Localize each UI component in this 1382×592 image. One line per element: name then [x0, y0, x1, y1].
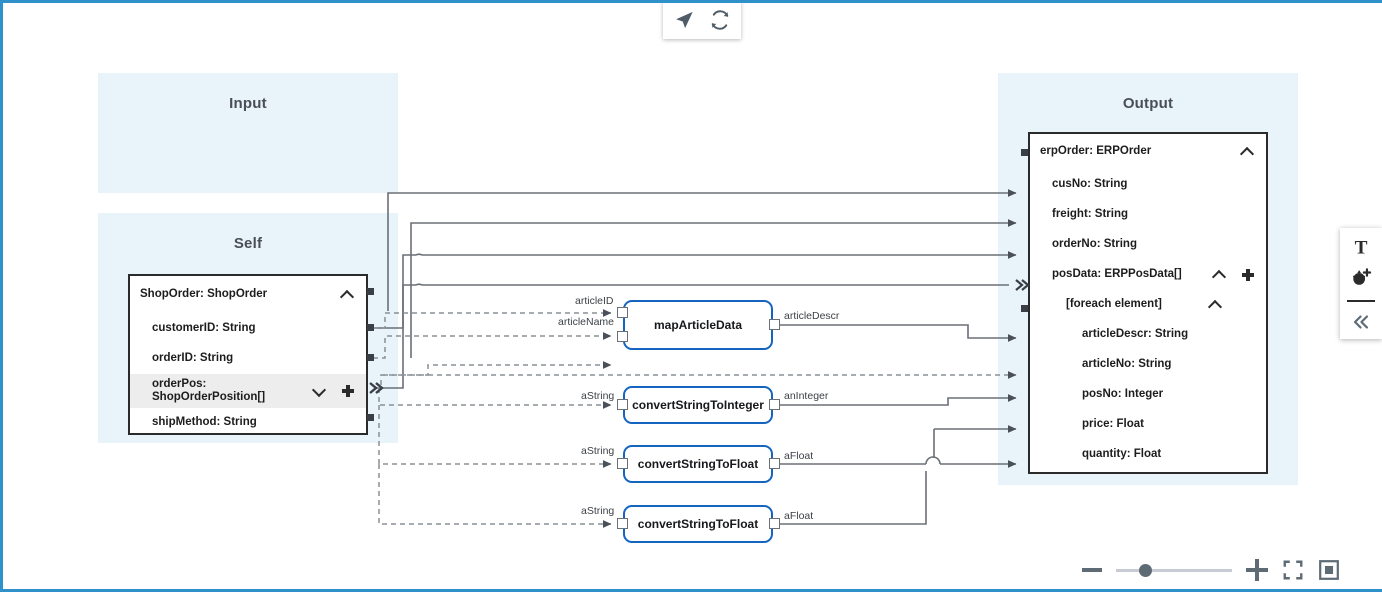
zoom-slider[interactable] [1116, 563, 1232, 577]
output-field-posno[interactable]: posNo: Integer [1030, 380, 1266, 410]
self-field-orderid[interactable]: orderID: String [130, 344, 366, 374]
function-node-convertstringtofloat-2-title: convertStringToFloat [637, 517, 759, 531]
output-port-header[interactable] [1021, 149, 1028, 156]
lane-input: Input [98, 73, 398, 193]
zoom-toolbar [1082, 559, 1340, 581]
self-field-customerid-label: customerID: String [152, 322, 256, 335]
self-node-header[interactable]: ShopOrder: ShopOrder [130, 276, 366, 314]
output-field-freight[interactable]: freight: String [1030, 200, 1266, 230]
self-port-header[interactable] [367, 288, 374, 295]
zoom-out-button[interactable] [1082, 568, 1102, 572]
port-in-articlename[interactable] [617, 331, 628, 342]
toolbar-divider [1347, 300, 1375, 302]
svg-text:T: T [1355, 237, 1368, 258]
zoom-slider-handle[interactable] [1139, 563, 1152, 577]
function-node-convertstringtofloat-1[interactable]: convertStringToFloat [623, 445, 773, 483]
chevron-up-icon[interactable] [1209, 301, 1222, 309]
self-field-orderpos-label: orderPos: ShopOrderPosition[] [152, 377, 266, 403]
self-field-shipmethod-label: shipMethod: String [152, 416, 257, 429]
self-port-orderpos-array-icon[interactable] [369, 381, 385, 395]
mapping-canvas[interactable]: Input Self Output [3, 3, 1382, 589]
port-label-afloat-1: aFloat [784, 450, 814, 462]
port-label-aninteger: anInteger [784, 390, 829, 402]
port-out-articledescr[interactable] [769, 319, 780, 330]
port-label-articlename: articleName [558, 316, 615, 328]
port-label-articledescr: articleDescr [784, 310, 840, 322]
port-label-astring-3: aString [581, 505, 615, 517]
output-field-posdata[interactable]: posData: ERPPosData[] [1030, 260, 1266, 290]
output-field-cusno-label: cusNo: String [1052, 178, 1128, 191]
self-node-header-label: ShopOrder: ShopOrder [140, 288, 268, 301]
port-out-afloat-2[interactable] [769, 518, 780, 529]
port-label-afloat-2: aFloat [784, 510, 814, 522]
self-field-orderpos[interactable]: orderPos: ShopOrderPosition[] [130, 374, 366, 408]
port-label-astring-2: aString [581, 445, 615, 457]
output-node-header[interactable]: erpOrder: ERPOrder [1030, 134, 1266, 170]
self-field-orderid-label: orderID: String [152, 352, 234, 365]
output-erporder-node[interactable]: erpOrder: ERPOrder cusNo: String freight… [1028, 132, 1268, 474]
collapse-panel-icon[interactable] [1350, 311, 1372, 333]
add-node-icon[interactable] [1350, 267, 1372, 289]
output-node-header-label: erpOrder: ERPOrder [1040, 145, 1152, 158]
port-out-aninteger[interactable] [769, 399, 780, 410]
chevron-down-icon[interactable] [313, 387, 326, 395]
output-field-foreach-element-label: [foreach element] [1066, 298, 1162, 311]
port-out-afloat-1[interactable] [769, 458, 780, 469]
chevron-up-icon[interactable] [341, 291, 354, 299]
self-port-customerid[interactable] [367, 324, 374, 331]
self-port-shipmethod[interactable] [367, 414, 374, 421]
function-node-maparticledata[interactable]: mapArticleData [623, 300, 773, 350]
text-tool-icon[interactable]: T [1350, 236, 1372, 258]
output-field-orderno[interactable]: orderNo: String [1030, 230, 1266, 260]
output-field-freight-label: freight: String [1052, 208, 1129, 221]
self-shoporder-node[interactable]: ShopOrder: ShopOrder customerID: String … [128, 274, 368, 435]
self-field-customerid[interactable]: customerID: String [130, 314, 366, 344]
fit-to-screen-icon[interactable] [1318, 559, 1340, 581]
self-port-orderid[interactable] [367, 354, 374, 361]
refresh-icon[interactable] [709, 9, 731, 31]
function-node-convertstringtofloat-1-title: convertStringToFloat [637, 457, 759, 471]
chevron-up-icon[interactable] [1241, 148, 1254, 156]
output-field-price-label: price: Float [1082, 418, 1144, 431]
output-field-quantity-label: quantity: Float [1082, 448, 1162, 461]
output-port-posdata-array-icon[interactable] [1015, 278, 1031, 292]
output-field-posno-label: posNo: Integer [1082, 388, 1164, 401]
lane-output-title: Output [1122, 95, 1174, 112]
port-label-astring-1: aString [581, 390, 615, 402]
port-label-articleid: articleID [575, 295, 614, 307]
output-field-articledescr[interactable]: articleDescr: String [1030, 320, 1266, 350]
output-field-articleno-label: articleNo: String [1082, 358, 1172, 371]
output-field-price[interactable]: price: Float [1030, 410, 1266, 440]
output-field-posdata-label: posData: ERPPosData[] [1052, 268, 1182, 281]
function-node-convertstringtointeger[interactable]: convertStringToInteger [623, 386, 773, 424]
output-field-articleno[interactable]: articleNo: String [1030, 350, 1266, 380]
port-in-articleid[interactable] [617, 307, 628, 318]
lane-self-title: Self [233, 235, 263, 252]
function-node-convertstringtofloat-2[interactable]: convertStringToFloat [623, 505, 773, 543]
port-in-astring-3[interactable] [617, 518, 628, 529]
lane-input-title: Input [229, 95, 267, 112]
output-port-foreach-element[interactable] [1021, 305, 1028, 312]
plus-icon[interactable] [1242, 269, 1254, 281]
function-node-maparticledata-title: mapArticleData [653, 318, 743, 332]
right-toolbar: T [1340, 228, 1382, 339]
output-field-articledescr-label: articleDescr: String [1082, 328, 1189, 341]
function-node-convertstringtointeger-title: convertStringToInteger [632, 398, 764, 412]
plus-icon[interactable] [342, 385, 354, 397]
fullscreen-icon[interactable] [1282, 559, 1304, 581]
output-field-cusno[interactable]: cusNo: String [1030, 170, 1266, 200]
output-field-orderno-label: orderNo: String [1052, 238, 1137, 251]
send-icon[interactable] [673, 9, 695, 31]
output-field-quantity[interactable]: quantity: Float [1030, 440, 1266, 470]
self-field-shipmethod[interactable]: shipMethod: String [130, 408, 366, 438]
top-toolbar [663, 3, 741, 39]
zoom-in-button[interactable] [1246, 559, 1268, 581]
port-in-astring-2[interactable] [617, 458, 628, 469]
output-field-foreach-element[interactable]: [foreach element] [1030, 290, 1266, 320]
port-in-astring-1[interactable] [617, 399, 628, 410]
chevron-up-icon[interactable] [1213, 271, 1226, 279]
